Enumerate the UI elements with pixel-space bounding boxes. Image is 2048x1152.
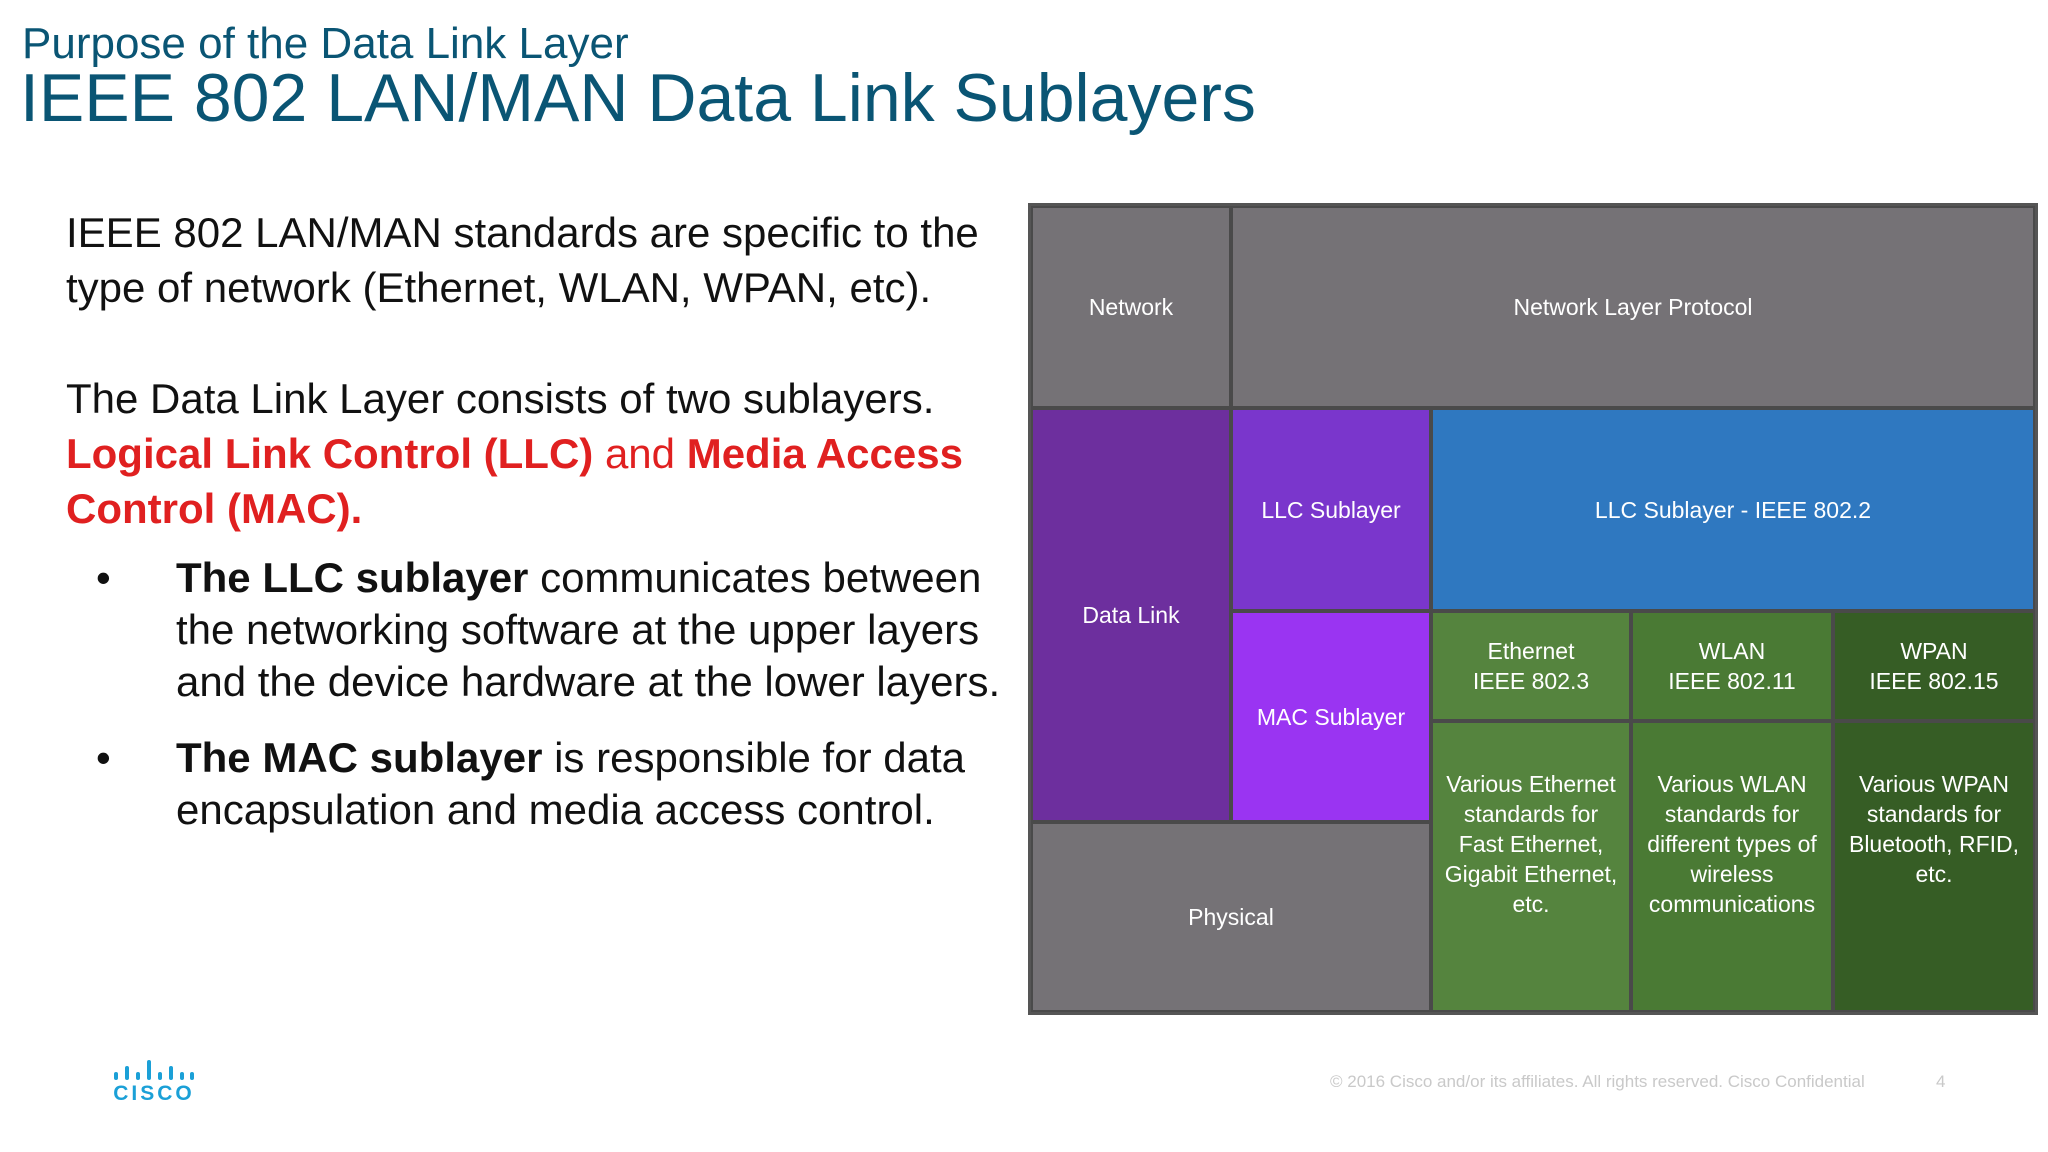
and-word: and	[604, 430, 676, 477]
ethernet-standard: IEEE 802.3	[1472, 668, 1590, 694]
mac-sublayer-cell: MAC Sublayer	[1231, 611, 1431, 822]
physical-label: Physical	[1188, 904, 1274, 930]
page-number: 4	[1936, 1072, 1946, 1091]
wlan-standard: IEEE 802.11	[1668, 668, 1796, 694]
wlan-description: Various WLAN standards for different typ…	[1647, 771, 1817, 917]
cisco-logo: CISCO	[112, 1058, 196, 1105]
bullet-list: • The LLC sublayer communicates between …	[66, 552, 1016, 836]
wpan-standard: IEEE 802.15	[1869, 668, 1999, 694]
bullet-llc: • The LLC sublayer communicates between …	[66, 552, 1016, 708]
ethernet-desc-cell: Various Ethernet standards for Fast Ethe…	[1431, 721, 1631, 1012]
wpan-description: Various WPAN standards for Bluetooth, RF…	[1848, 771, 2020, 887]
network-protocol-label: Network Layer Protocol	[1513, 294, 1753, 320]
paragraph-standards: IEEE 802 LAN/MAN standards are specific …	[66, 209, 979, 311]
wpan-header-cell: WPAN IEEE 802.15	[1833, 611, 2035, 721]
data-link-label: Data Link	[1082, 602, 1180, 628]
wpan-label: WPAN	[1900, 638, 1968, 664]
llc-sublayer-cell: LLC Sublayer	[1231, 408, 1431, 611]
osi-sublayer-diagram: Network Network Layer Protocol Data Link…	[1028, 203, 2038, 1015]
llc-ieee-cell: LLC Sublayer - IEEE 802.2	[1431, 408, 2035, 611]
llc-ieee-label: LLC Sublayer - IEEE 802.2	[1594, 496, 1872, 523]
slide-body: IEEE 802 LAN/MAN standards are specific …	[66, 205, 1016, 860]
network-protocol-cell: Network Layer Protocol	[1231, 206, 2035, 408]
bullet-mac-text: is responsible for data encapsulation an…	[176, 734, 965, 833]
copyright-footer: © 2016 Cisco and/or its affiliates. All …	[1330, 1072, 1865, 1091]
cisco-wordmark: CISCO	[113, 1082, 195, 1105]
mac-sublayer-label: MAC Sublayer	[1256, 703, 1406, 730]
wpan-desc-cell: Various WPAN standards for Bluetooth, RF…	[1833, 721, 2035, 1012]
bullet-dot: •	[96, 554, 111, 601]
llc-sublayer-label: LLC Sublayer	[1261, 496, 1401, 523]
bullet-llc-text: communicates between the networking soft…	[176, 554, 1001, 705]
mac-term: Media Access Control (MAC).	[66, 430, 963, 532]
llc-term: Logical Link Control (LLC)	[66, 430, 594, 477]
wlan-header-cell: WLAN IEEE 802.11	[1631, 611, 1833, 721]
ethernet-description: Various Ethernet standards for Fast Ethe…	[1444, 771, 1618, 917]
network-layer-cell: Network	[1031, 206, 1231, 408]
bullet-llc-bold: The LLC sublayer	[176, 554, 529, 601]
sublayers-intro: The Data Link Layer consists of two subl…	[66, 375, 935, 422]
network-label: Network	[1088, 294, 1174, 320]
bullet-mac: • The MAC sublayer is responsible for da…	[66, 732, 1016, 836]
slide-title: IEEE 802 LAN/MAN Data Link Sublayers	[20, 60, 1256, 136]
wlan-desc-cell: Various WLAN standards for different typ…	[1631, 721, 1833, 1012]
ethernet-header-cell: Ethernet IEEE 802.3	[1431, 611, 1631, 721]
data-link-cell: Data Link	[1031, 408, 1231, 822]
cisco-bridge-icon	[114, 1060, 194, 1080]
ethernet-label: Ethernet	[1487, 638, 1575, 664]
slide-kicker: Purpose of the Data Link Layer	[22, 19, 629, 68]
bullet-dot: •	[96, 734, 111, 781]
bullet-mac-bold: The MAC sublayer	[176, 734, 543, 781]
wlan-label: WLAN	[1698, 638, 1766, 664]
paragraph-sublayers: The Data Link Layer consists of two subl…	[66, 371, 1016, 536]
physical-layer-cell: Physical	[1031, 822, 1431, 1012]
